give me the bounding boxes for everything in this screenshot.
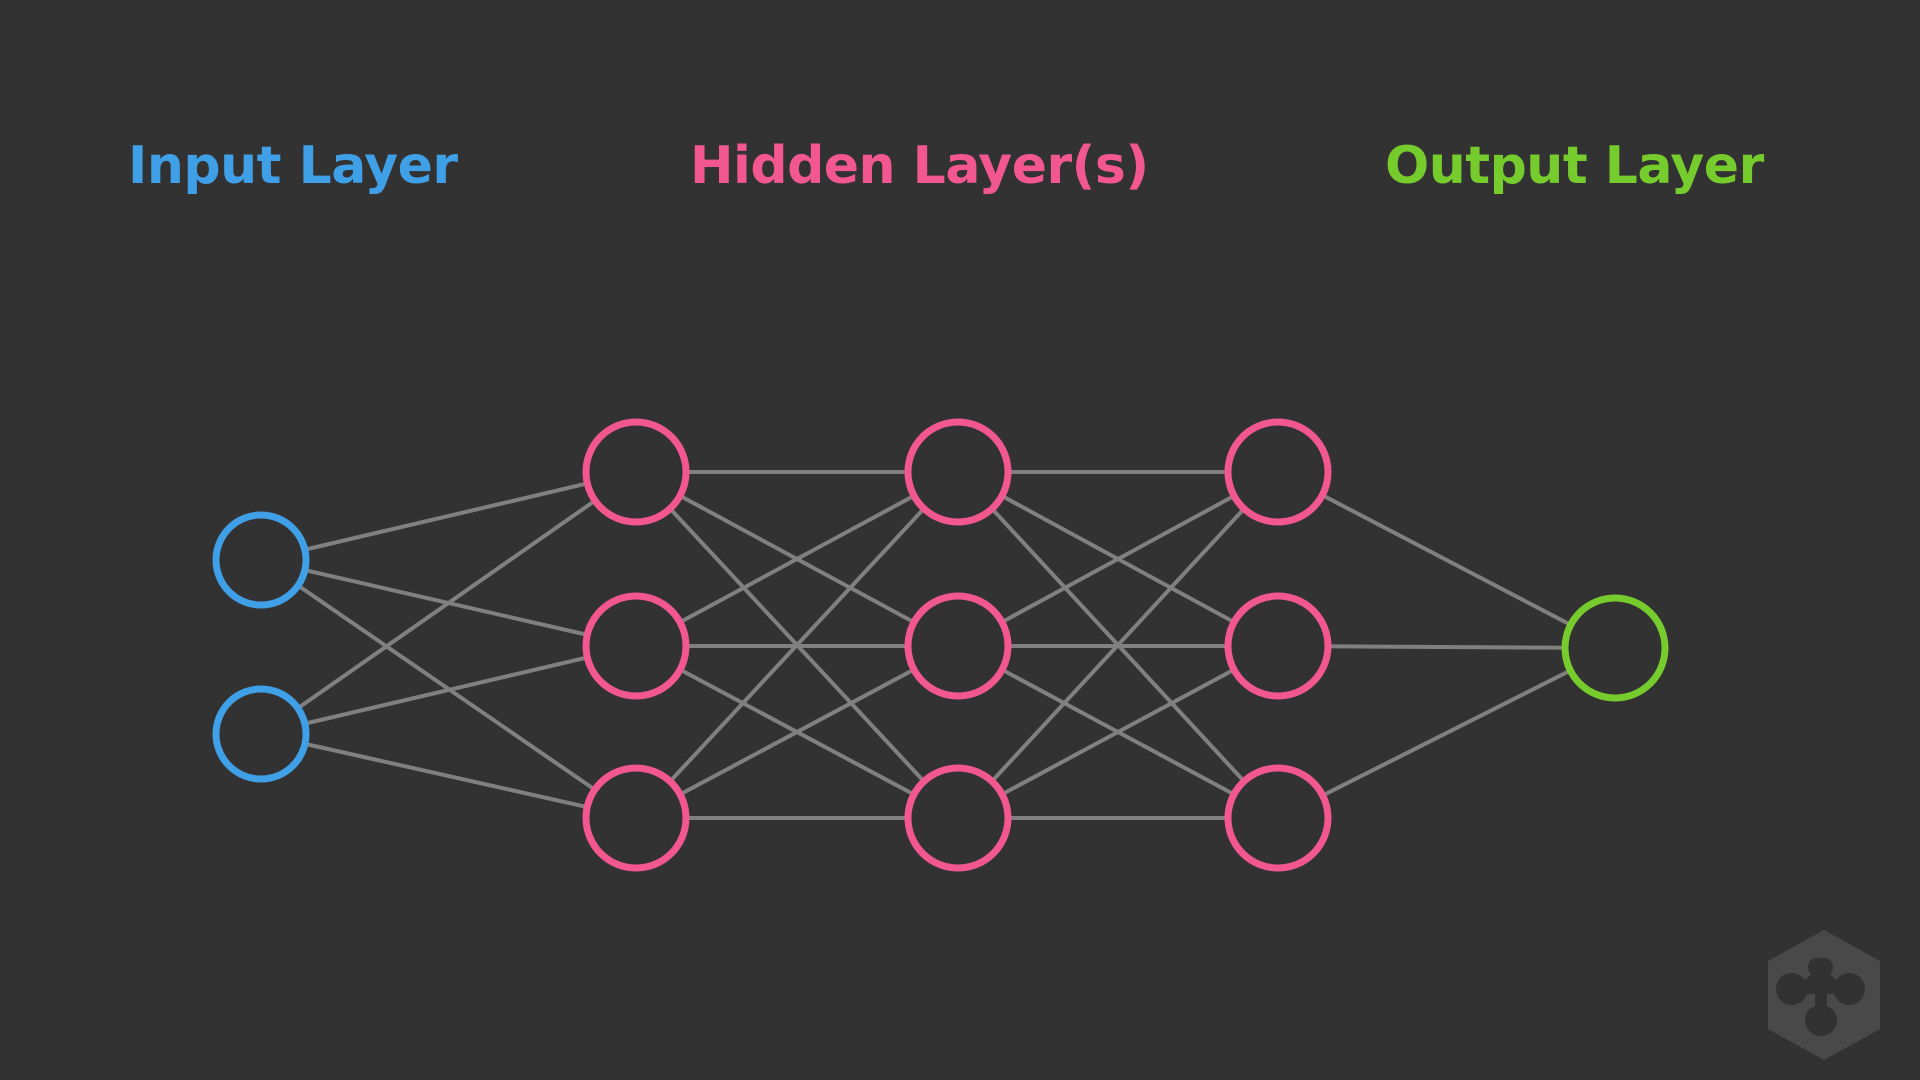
neuron-node	[1561, 594, 1669, 702]
connection-line	[259, 470, 638, 736]
neuron-node	[582, 418, 690, 526]
connection-line	[1277, 470, 1616, 650]
connection-line	[1277, 644, 1616, 650]
neuron-nodes	[212, 418, 1669, 872]
neuron-node	[582, 592, 690, 700]
neuron-node	[904, 764, 1012, 872]
neuron-node	[904, 418, 1012, 526]
neuron-node	[212, 685, 310, 783]
connection-line	[957, 644, 1279, 820]
neuron-node	[582, 764, 690, 872]
connection-line	[260, 732, 637, 820]
connection-line	[635, 470, 959, 648]
connection-line	[260, 470, 637, 562]
connection-line	[957, 470, 1279, 648]
connection-line	[634, 470, 960, 820]
neuron-node	[904, 592, 1012, 700]
treehouse-watermark-icon	[1768, 930, 1880, 1060]
neuron-node	[212, 511, 310, 609]
connection-edges	[259, 470, 1616, 820]
connection-line	[260, 644, 637, 736]
connection-line	[635, 644, 959, 820]
connection-line	[956, 470, 1280, 820]
connection-line	[1277, 646, 1616, 820]
neuron-node	[1224, 764, 1332, 872]
neuron-node	[1224, 418, 1332, 526]
neuron-node	[1224, 592, 1332, 700]
